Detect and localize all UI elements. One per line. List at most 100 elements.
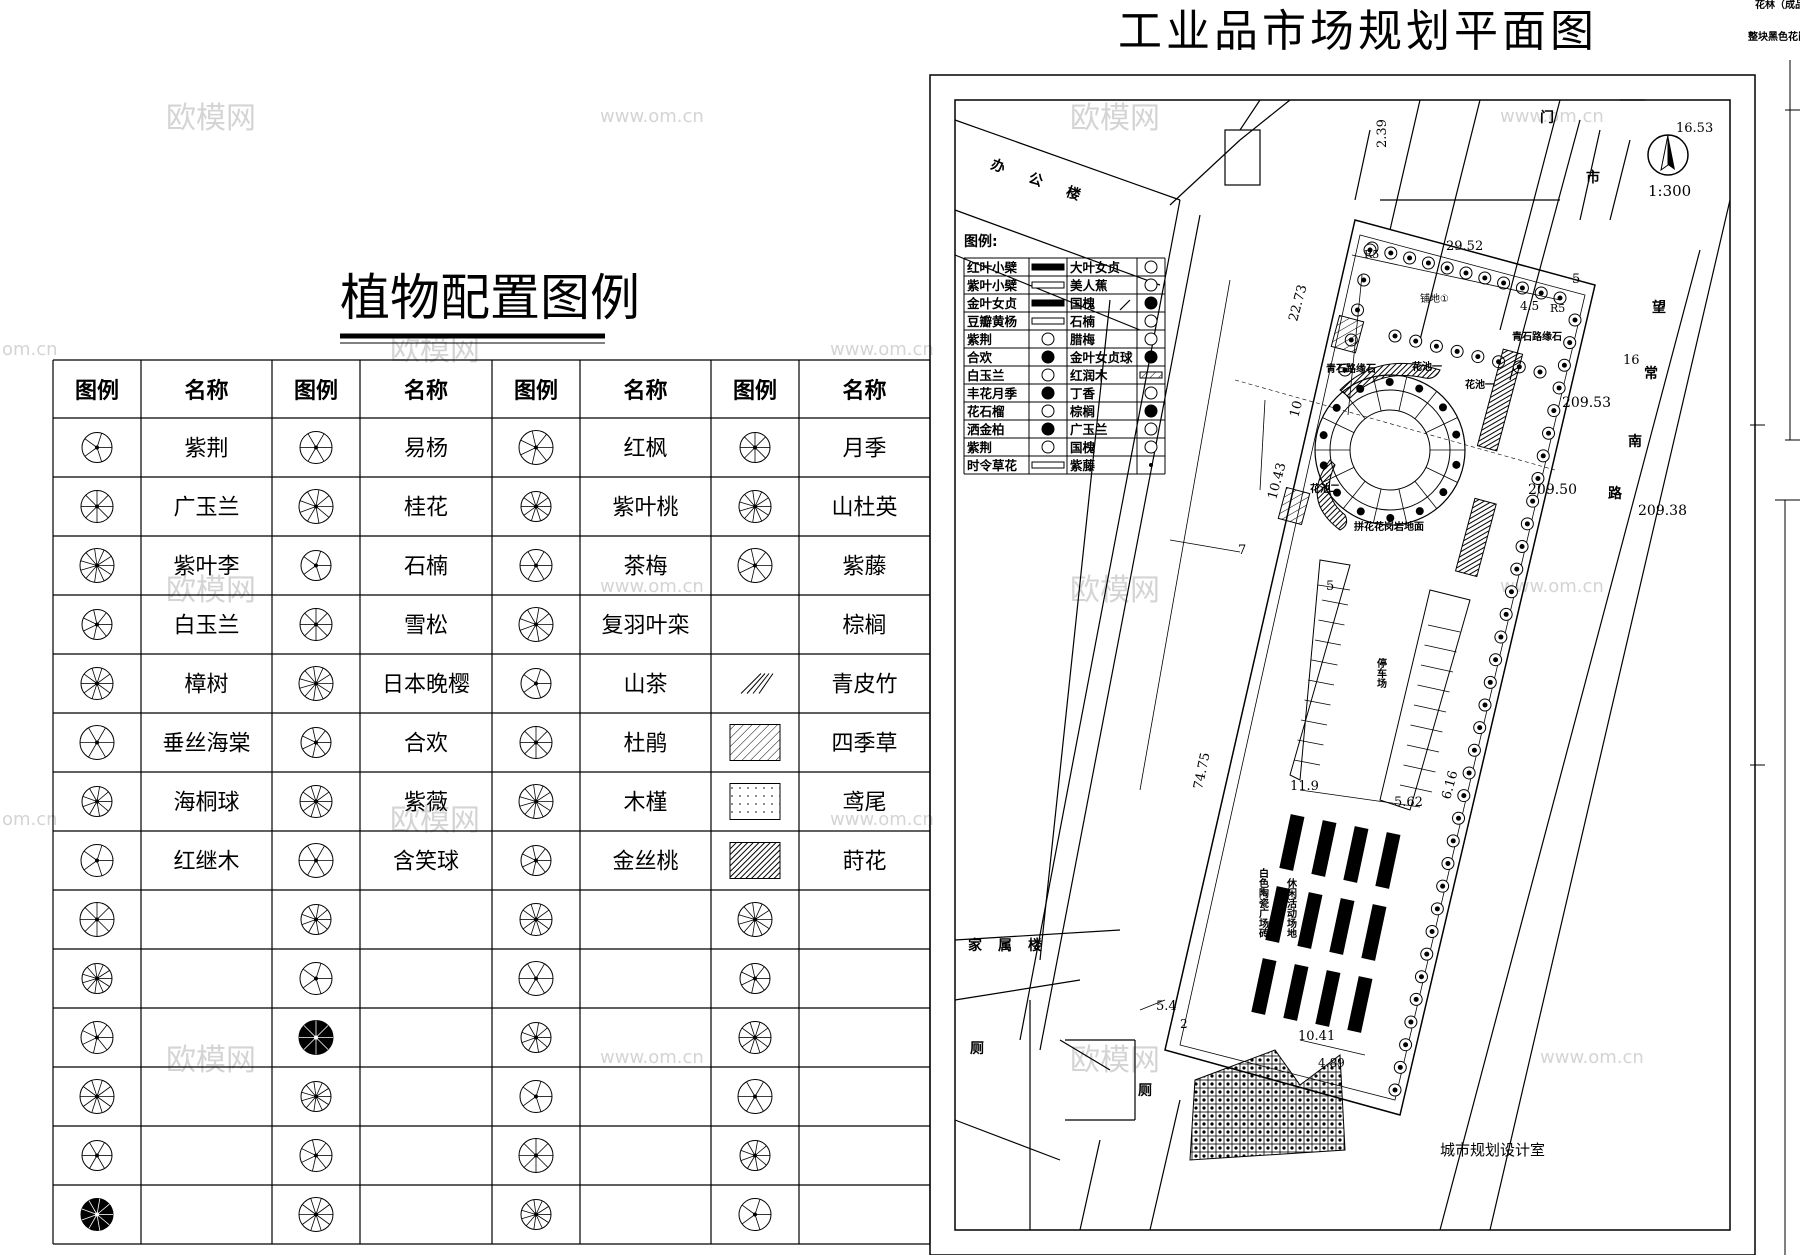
svg-text:10: 10	[1287, 399, 1306, 419]
edge-text: 花林（成品	[1755, 0, 1800, 11]
plant-symbol-icon	[79, 1079, 115, 1114]
kiosk	[1375, 832, 1401, 889]
flower-bed	[1454, 497, 1497, 578]
plant-symbol-icon	[80, 844, 114, 877]
feature-label: 白色陶瓷广场砖	[1257, 867, 1269, 939]
kiosk	[1311, 820, 1337, 877]
mini-legend-swatch-icon	[1041, 368, 1163, 382]
watermark: 欧模网	[390, 333, 480, 368]
watermark: 欧模网	[1070, 573, 1160, 608]
plant-name: 樟树	[184, 673, 228, 698]
feature-label: 休闲活动场地	[1285, 877, 1298, 938]
mini-legend-swatch-icon	[1031, 278, 1158, 292]
mini-legend-item: 紫叶小檗	[967, 278, 1018, 293]
plant-name: 日本晚樱	[382, 673, 470, 698]
plant-symbol-icon	[80, 667, 114, 700]
plant-symbol-icon	[79, 725, 115, 760]
svg-text:209.53: 209.53	[1562, 395, 1611, 411]
tree-icon	[1552, 381, 1566, 395]
office-label: 办公楼	[989, 156, 1108, 213]
plant-name: 广玉兰	[173, 496, 239, 521]
tree-icon	[1557, 358, 1571, 372]
svg-text:5.4: 5.4	[1156, 999, 1177, 1014]
plant-symbol-icon	[79, 902, 115, 937]
plant-name: 莳花	[842, 850, 886, 875]
mini-legend-swatch-icon	[1031, 314, 1158, 328]
svg-text:4.5: 4.5	[1520, 299, 1539, 313]
adjacent-sheet-edge: 花林（成品 整块黑色花岗	[1747, 0, 1800, 1255]
tree-icon	[1478, 698, 1492, 712]
plant-symbol-icon	[519, 1080, 553, 1113]
svg-text:10.41: 10.41	[1298, 1029, 1335, 1044]
svg-text:209.50: 209.50	[1528, 482, 1577, 498]
tree-icon	[1520, 517, 1534, 531]
tree-icon	[1547, 404, 1561, 418]
plant-symbol-icon	[520, 491, 552, 522]
plant-symbol-icon	[520, 1022, 552, 1053]
watermark: www.om.cn	[1500, 106, 1604, 127]
tree-icon	[1489, 653, 1503, 667]
plant-symbol-icon	[738, 1198, 772, 1231]
tree-icon	[1338, 363, 1352, 377]
plant-name: 紫荆	[184, 437, 228, 462]
feature-label: 花池二	[1310, 482, 1340, 495]
tree-icon	[1384, 246, 1398, 260]
feature-label: 拼花花岗岩地面	[1354, 520, 1424, 533]
legend-header: 图例	[294, 379, 338, 404]
tree-icon	[1446, 834, 1460, 848]
plant-name: 青皮竹	[831, 673, 897, 698]
mini-legend-item: 丁香	[1070, 386, 1096, 401]
tree-icon	[1429, 339, 1443, 353]
plant-name: 木槿	[623, 791, 667, 816]
mini-legend-title: 图例:	[964, 233, 998, 250]
mini-legend-item: 石楠	[1069, 314, 1096, 329]
tree-icon	[1483, 675, 1497, 689]
watermark: www.om.cn	[600, 1047, 704, 1068]
watermark: 欧模网	[1070, 101, 1160, 136]
plant-name: 茶梅	[623, 555, 667, 580]
central-fountain	[1314, 374, 1466, 526]
plant-symbol-icon	[299, 1139, 333, 1172]
tree-icon	[1459, 266, 1473, 280]
watermark: 欧模网	[166, 573, 256, 608]
plant-symbol-icon	[300, 550, 332, 581]
road-label: 市	[1586, 169, 1600, 186]
flower-bed	[1339, 362, 1441, 399]
site-boundary	[1164, 219, 1596, 1116]
tree-icon	[1497, 276, 1511, 290]
plan-outer-frame	[929, 74, 1756, 1255]
tree-icon	[1452, 811, 1466, 825]
plant-symbol-icon	[729, 783, 781, 820]
road-label: 路	[1608, 485, 1623, 502]
legend-title: 植物配置图例	[340, 269, 640, 327]
plant-symbol-icon	[298, 1020, 334, 1055]
tree-icon	[1409, 334, 1423, 348]
watermark: 欧模网	[166, 101, 256, 136]
plant-name: 复羽叶栾	[601, 614, 689, 639]
svg-text:5.62: 5.62	[1394, 795, 1423, 810]
kiosk	[1329, 898, 1355, 955]
svg-text:11.9: 11.9	[1290, 779, 1319, 794]
mini-legend-item: 紫荆	[967, 440, 992, 455]
plant-name: 金丝桃	[612, 850, 678, 875]
studio-label: 城市规划设计室	[1440, 1141, 1545, 1159]
mini-legend-swatch-icon	[1031, 260, 1158, 274]
dimension-layer: 2.39 16.53 29.52 5 22.73 4.5 R5 R5 16 10…	[1139, 119, 1713, 1070]
tree-icon	[1568, 313, 1582, 327]
mini-legend-item: 白玉兰	[967, 368, 1005, 383]
tree-icon	[1363, 243, 1377, 257]
plant-symbol-icon	[729, 724, 781, 761]
plant-symbol-icon	[738, 1021, 772, 1054]
plant-symbol-icon	[520, 845, 552, 876]
mini-legend-item: 合欢	[967, 350, 993, 365]
svg-text:22.73: 22.73	[1286, 283, 1310, 323]
road-label: 望	[1652, 299, 1666, 316]
plant-symbol-icon	[737, 1079, 773, 1114]
plant-name: 鸢尾	[842, 791, 886, 816]
svg-text:7: 7	[1238, 543, 1246, 558]
dormitory-label: 家属楼	[968, 937, 1058, 954]
svg-text:6.16: 6.16	[1439, 769, 1461, 801]
feature-label: 铺地①	[1420, 292, 1449, 305]
mini-legend-swatch-icon	[1041, 350, 1158, 364]
plant-symbol-icon	[299, 785, 333, 818]
